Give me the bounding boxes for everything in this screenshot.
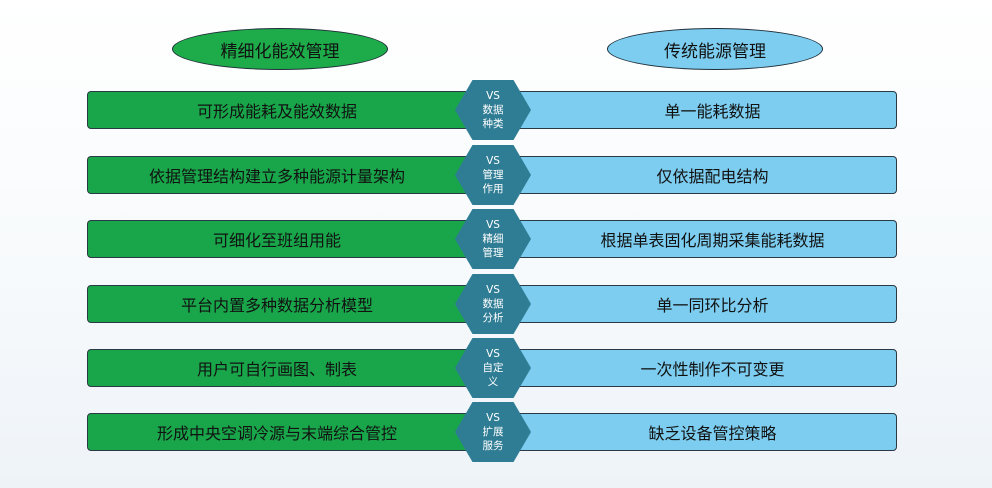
fine-feature-text: 用户可自行画图、制表 [196, 360, 357, 379]
vs-label: VS [486, 283, 500, 296]
vs-hexagon: VS 管理 作用 [455, 145, 531, 205]
fine-feature-bar: 可形成能耗及能效数据 [87, 91, 487, 129]
vs-label: VS [486, 347, 500, 360]
traditional-feature-text: 单一同环比分析 [656, 296, 769, 315]
category-line-1: 数据 [482, 103, 504, 116]
traditional-feature-text: 单一能耗数据 [664, 102, 761, 121]
vs-label: VS [486, 411, 500, 424]
fine-feature-bar: 平台内置多种数据分析模型 [87, 285, 487, 323]
category-line-2: 义 [487, 376, 499, 389]
traditional-feature-text: 仅依据配电结构 [656, 167, 769, 186]
fine-feature-bar: 形成中央空调冷源与末端综合管控 [87, 413, 487, 451]
category-line-2: 管理 [482, 247, 504, 260]
traditional-feature-bar: 仅依据配电结构 [500, 156, 897, 194]
vs-hexagon: VS 数据 分析 [455, 274, 531, 334]
fine-feature-text: 可细化至班组用能 [212, 231, 341, 250]
comparison-row: 形成中央空调冷源与末端综合管控 缺乏设备管控策略 VS 扩展 服务 [0, 402, 992, 462]
fine-feature-text: 平台内置多种数据分析模型 [180, 296, 373, 315]
category-line-1: 数据 [482, 297, 504, 310]
traditional-feature-bar: 缺乏设备管控策略 [500, 413, 897, 451]
category-line-2: 分析 [482, 312, 504, 325]
header-right-label: 传统能源管理 [664, 41, 766, 62]
vs-label: VS [486, 89, 500, 102]
comparison-row: 依据管理结构建立多种能源计量架构 仅依据配电结构 VS 管理 作用 [0, 145, 992, 205]
traditional-feature-bar: 单一同环比分析 [500, 285, 897, 323]
vs-label: VS [486, 218, 500, 231]
traditional-feature-text: 缺乏设备管控策略 [648, 424, 777, 443]
vs-hexagon: VS 扩展 服务 [455, 402, 531, 462]
category-line-1: 精细 [482, 232, 504, 245]
vs-label: VS [486, 154, 500, 167]
header-left-label: 精细化能效管理 [220, 41, 340, 62]
traditional-feature-text: 根据单表固化周期采集能耗数据 [600, 231, 825, 250]
comparison-row: 可细化至班组用能 根据单表固化周期采集能耗数据 VS 精细 管理 [0, 209, 992, 269]
comparison-row: 平台内置多种数据分析模型 单一同环比分析 VS 数据 分析 [0, 274, 992, 334]
fine-feature-text: 可形成能耗及能效数据 [196, 102, 357, 121]
traditional-feature-text: 一次性制作不可变更 [640, 360, 785, 379]
traditional-feature-bar: 根据单表固化周期采集能耗数据 [500, 220, 897, 258]
header-traditional-energy-management: 传统能源管理 [607, 28, 823, 70]
fine-feature-text: 形成中央空调冷源与末端综合管控 [156, 424, 397, 443]
comparison-row: 可形成能耗及能效数据 单一能耗数据 VS 数据 种类 [0, 80, 992, 140]
category-line-2: 服务 [482, 440, 504, 453]
vs-hexagon: VS 数据 种类 [455, 80, 531, 140]
traditional-feature-bar: 一次性制作不可变更 [500, 349, 897, 387]
fine-feature-bar: 依据管理结构建立多种能源计量架构 [87, 156, 487, 194]
category-line-1: 管理 [482, 168, 504, 181]
fine-feature-text: 依据管理结构建立多种能源计量架构 [148, 167, 405, 186]
fine-feature-bar: 可细化至班组用能 [87, 220, 487, 258]
comparison-row: 用户可自行画图、制表 一次性制作不可变更 VS 自定 义 [0, 338, 992, 398]
vs-hexagon: VS 精细 管理 [455, 209, 531, 269]
traditional-feature-bar: 单一能耗数据 [500, 91, 897, 129]
vs-hexagon: VS 自定 义 [455, 338, 531, 398]
category-line-2: 种类 [482, 118, 504, 131]
category-line-1: 自定 [482, 361, 504, 374]
header-fine-energy-management: 精细化能效管理 [172, 28, 388, 70]
category-line-2: 作用 [482, 183, 504, 196]
category-line-1: 扩展 [482, 425, 504, 438]
fine-feature-bar: 用户可自行画图、制表 [87, 349, 487, 387]
